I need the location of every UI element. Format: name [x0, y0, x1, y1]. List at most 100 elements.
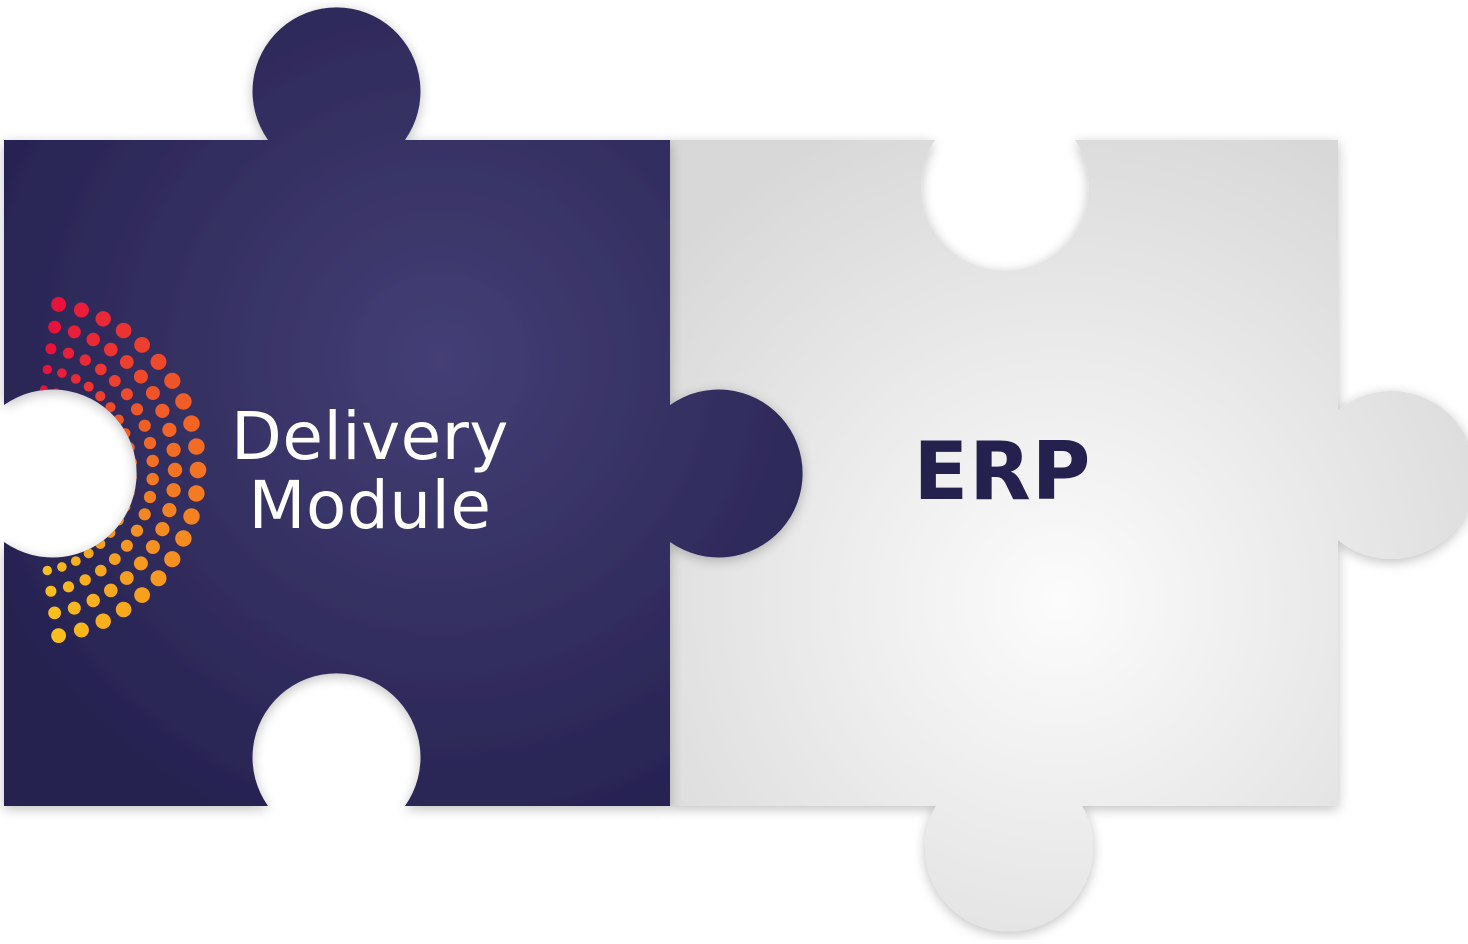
decorative-dot — [74, 399, 84, 409]
decorative-dot — [84, 408, 93, 417]
decorative-dot — [106, 478, 116, 488]
decorative-dot — [103, 440, 113, 450]
decorative-dot — [95, 363, 107, 376]
decorative-dot — [130, 524, 144, 537]
decorative-dot — [40, 385, 48, 394]
decorative-dot — [86, 593, 100, 608]
decorative-dot — [126, 472, 137, 483]
erp-puzzle-piece — [670, 140, 1468, 932]
decorative-dot — [86, 332, 100, 347]
decorative-dot — [126, 457, 137, 468]
decorative-dot — [63, 538, 73, 547]
decorative-dot — [79, 354, 91, 366]
decorative-dot — [175, 530, 192, 547]
decorative-dot — [119, 571, 134, 585]
decorative-dot — [133, 556, 148, 571]
decorative-dot — [113, 515, 124, 526]
decorative-dot — [108, 375, 121, 387]
decorative-dot — [146, 454, 159, 468]
delivery-module-puzzle-piece — [4, 7, 803, 807]
decorative-dot — [92, 513, 101, 523]
decorative-dot — [162, 422, 177, 437]
decorative-dot — [166, 442, 181, 457]
decorative-dot — [150, 353, 167, 370]
decorative-dot — [45, 585, 57, 597]
decorative-dot — [85, 487, 93, 496]
decorative-dot — [84, 523, 93, 532]
decorative-dot — [120, 388, 133, 401]
decorative-dot — [155, 522, 170, 537]
decorative-dot — [162, 503, 177, 518]
decorative-dot — [80, 497, 89, 506]
decorative-dot — [62, 347, 75, 359]
decorative-dot — [120, 428, 131, 439]
decorative-dot — [188, 485, 205, 502]
decorative-dot — [183, 508, 200, 525]
decorative-dot — [105, 402, 116, 413]
decorative-dot — [48, 525, 55, 533]
decorative-dot — [138, 419, 151, 432]
decorative-dot — [51, 628, 66, 643]
decorative-dot — [155, 403, 170, 418]
decorative-dot — [73, 302, 89, 318]
decorative-dot — [48, 407, 55, 415]
decorative-dot — [150, 570, 167, 587]
decorative-dot — [67, 601, 81, 615]
decorative-dot — [92, 417, 101, 427]
decorative-dot — [105, 527, 116, 538]
delivery-module-label-line1: Delivery — [231, 398, 509, 475]
decorative-dot — [52, 388, 61, 397]
decorative-dot — [146, 472, 159, 486]
decorative-dot — [37, 404, 44, 412]
decorative-dot — [42, 364, 52, 375]
decorative-dot — [70, 374, 81, 384]
decorative-dot — [120, 501, 131, 512]
decorative-dot — [62, 581, 75, 593]
decorative-dot — [98, 428, 108, 438]
decorative-dot — [79, 574, 91, 586]
decorative-dot — [89, 466, 97, 474]
decorative-dot — [95, 391, 106, 402]
delivery-module-label-line2: Module — [248, 467, 492, 545]
decorative-dot — [107, 465, 117, 475]
erp-label: ERP — [913, 425, 1092, 518]
decorative-dot — [88, 477, 96, 485]
decorative-dot — [143, 490, 157, 504]
decorative-dot — [66, 514, 74, 523]
decorative-dot — [189, 461, 207, 479]
decorative-dot — [70, 556, 81, 566]
decorative-dot — [57, 562, 67, 572]
decorative-dot — [48, 606, 61, 620]
decorative-dot — [73, 622, 89, 638]
decorative-dot — [57, 521, 65, 529]
decorative-dot — [40, 546, 48, 555]
decorative-dot — [104, 583, 118, 598]
decorative-dot — [103, 490, 113, 500]
decorative-dot — [106, 452, 116, 462]
decorative-dot — [42, 565, 52, 576]
decorative-dot — [124, 487, 135, 498]
decorative-dot — [167, 462, 183, 478]
decorative-dot — [74, 531, 84, 541]
decorative-dot — [85, 444, 93, 453]
decorative-dot — [52, 543, 61, 552]
decorative-dot — [51, 297, 66, 312]
decorative-dot — [115, 601, 132, 618]
decorative-dot — [143, 436, 157, 450]
decorative-dot — [45, 343, 57, 355]
decorative-dot — [175, 393, 192, 410]
decorative-dot — [74, 425, 82, 433]
decorative-dot — [120, 539, 133, 552]
decorative-dot — [183, 415, 200, 432]
decorative-dot — [124, 442, 135, 453]
decorative-dot — [48, 320, 61, 334]
decorative-dot — [164, 551, 181, 568]
delivery-module-label: Delivery Module — [200, 402, 540, 541]
decorative-dot — [133, 369, 148, 384]
decorative-dot — [57, 368, 67, 378]
decorative-dot — [138, 508, 151, 521]
decorative-dot — [145, 386, 160, 400]
decorative-dot — [104, 342, 118, 357]
